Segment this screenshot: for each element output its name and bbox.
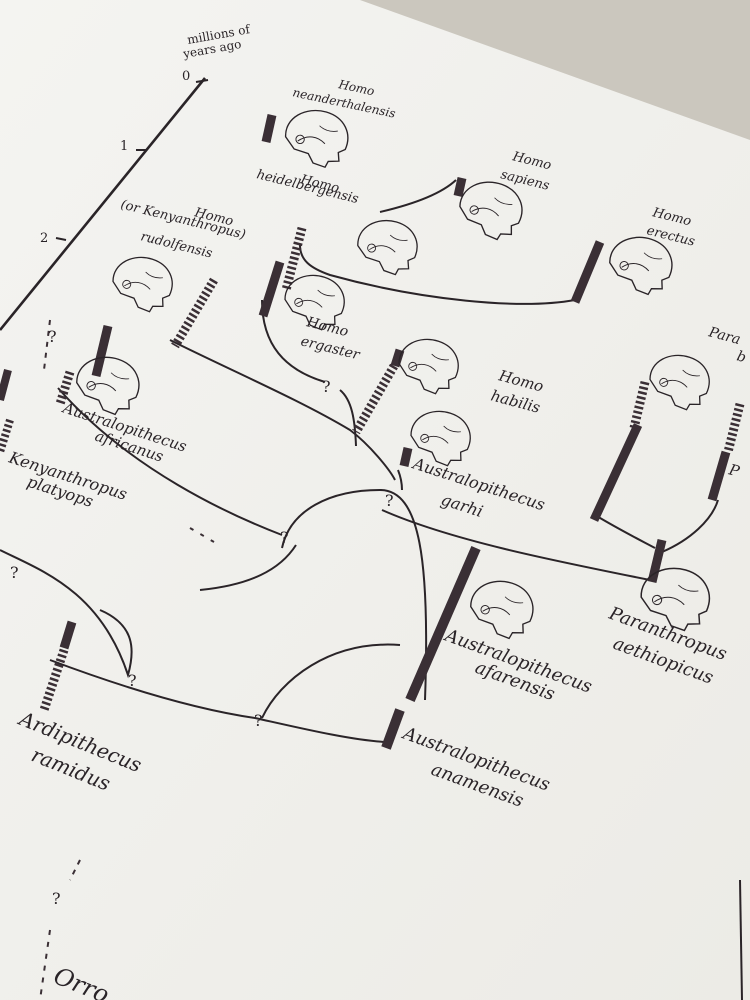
uncertain-marker: ? bbox=[280, 528, 289, 547]
time-range-bars bbox=[0, 114, 731, 750]
lineage-connectors bbox=[0, 179, 719, 743]
uncertain-marker: ? bbox=[322, 377, 331, 396]
axis-tick-label: 0 bbox=[182, 69, 190, 84]
uncertain-markers: ? ? ? ? ? ? ? ? bbox=[10, 327, 394, 908]
uncertain-time-range-bars bbox=[0, 226, 745, 1000]
uncertain-marker: ? bbox=[48, 327, 57, 346]
axis-tick-label: 2 bbox=[40, 231, 48, 246]
uncertain-marker: ? bbox=[254, 711, 263, 730]
axis-tick-label: 1 bbox=[120, 139, 128, 154]
uncertain-marker: ? bbox=[10, 563, 19, 582]
uncertain-marker: ? bbox=[128, 671, 137, 690]
svg-text:b: b bbox=[735, 348, 748, 366]
uncertain-marker: ? bbox=[385, 491, 394, 510]
uncertain-marker: ? bbox=[52, 889, 61, 908]
